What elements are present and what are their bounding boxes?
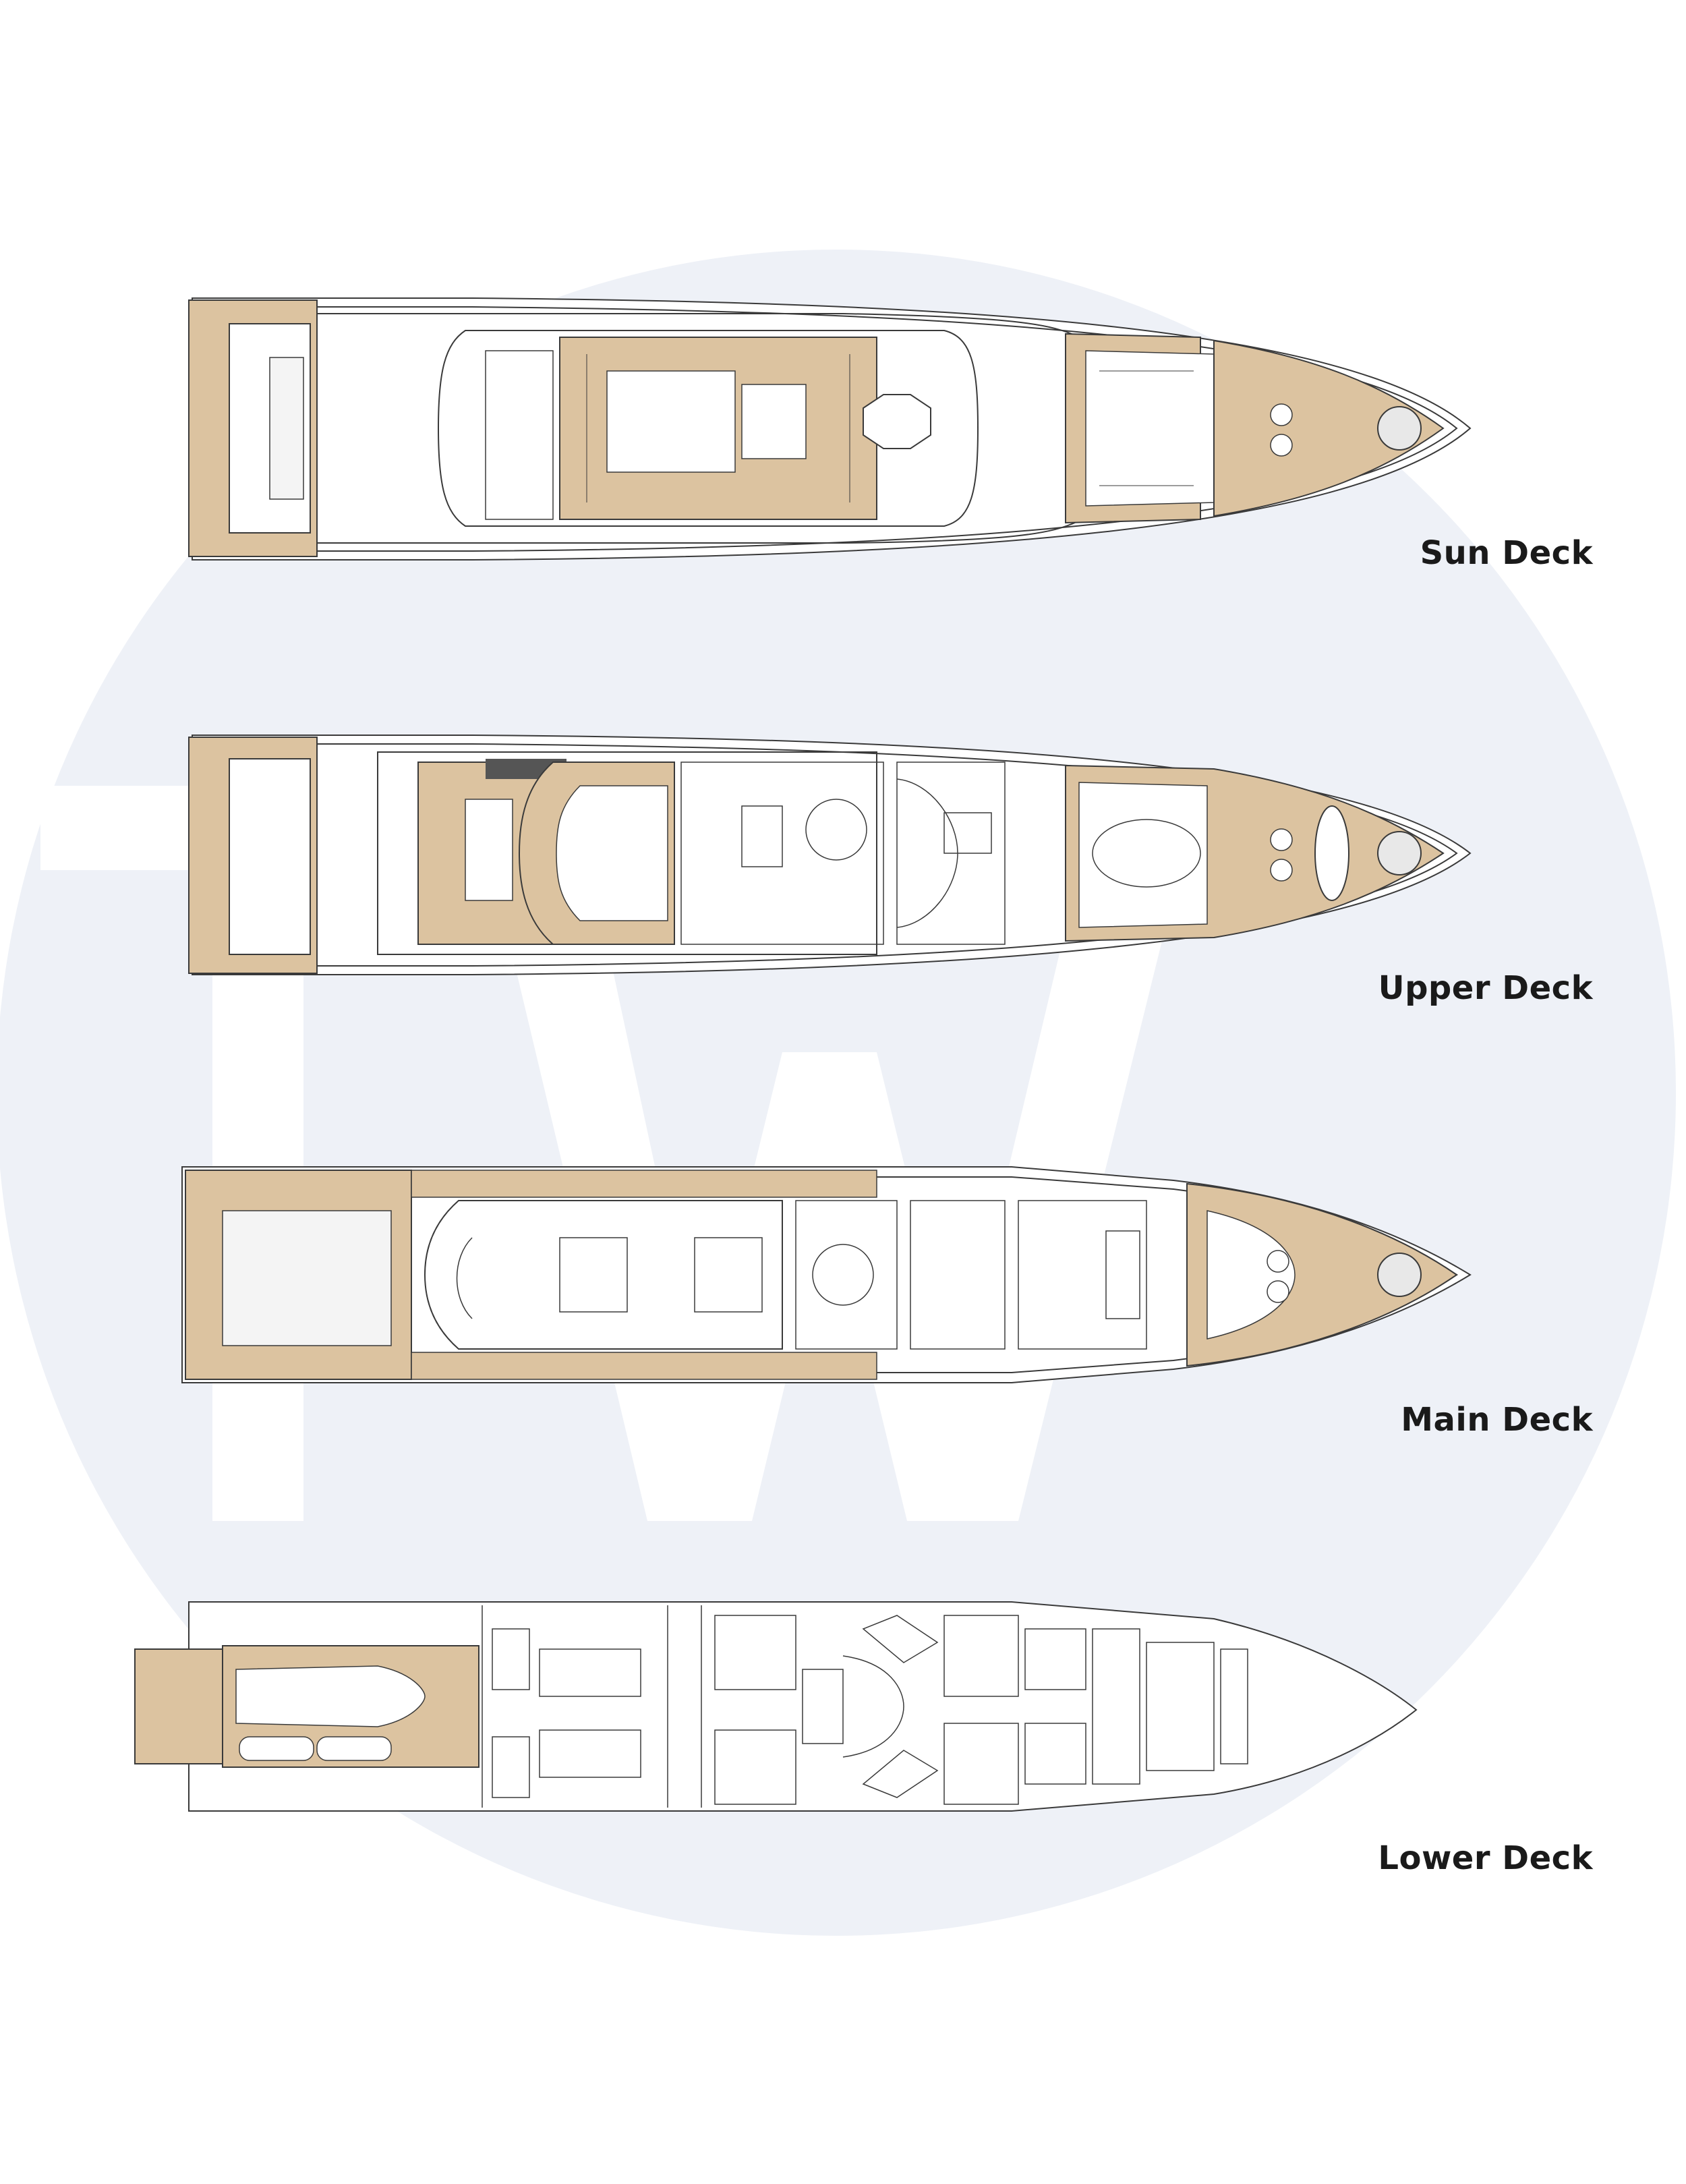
upper-deck-label: Upper Deck [1378,969,1593,1007]
lower-deck-plan: Lower Deck [0,1588,1686,1892]
upper-deck-drawing [188,735,1472,975]
sun-deck-label: Sun Deck [1420,534,1593,572]
main-deck-plan: Main Deck [0,1150,1686,1454]
lower-deck-drawing [134,1601,1418,1812]
main-deck-label: Main Deck [1401,1401,1593,1439]
sun-deck-drawing [188,297,1472,561]
main-deck-drawing [181,1166,1472,1383]
sun-deck-plan: Sun Deck [0,283,1686,587]
lower-deck-label: Lower Deck [1378,1839,1593,1877]
upper-deck-plan: Upper Deck [0,718,1686,1022]
